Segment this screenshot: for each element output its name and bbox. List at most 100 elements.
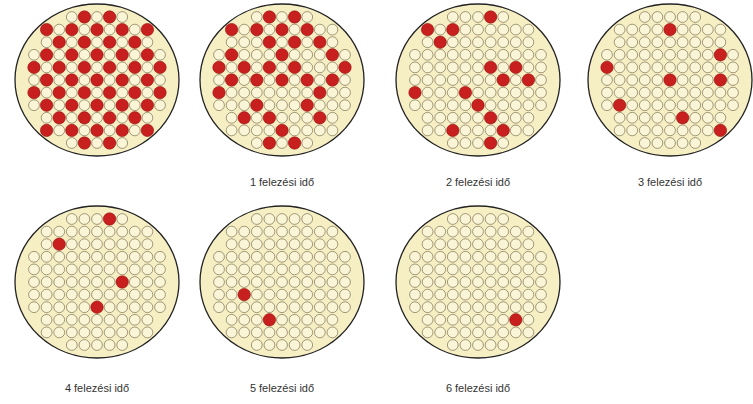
atom-cell (92, 12, 103, 23)
atom-cell (302, 277, 313, 288)
radioactive-atom (40, 124, 52, 136)
atom-cell (340, 75, 351, 86)
atom-cell (129, 226, 140, 237)
atom-cell (639, 112, 650, 123)
atom-cell (702, 112, 713, 123)
atom-cell (251, 12, 262, 23)
atom-cell (155, 289, 166, 300)
atom-cell (435, 314, 446, 325)
atom-cell (264, 277, 275, 288)
radioactive-atom (434, 36, 446, 48)
atom-cell (277, 87, 288, 98)
atom-cell (627, 37, 638, 48)
atom-cell (289, 24, 300, 35)
atom-cell (327, 226, 338, 237)
atom-cell (251, 138, 262, 149)
atom-cell (460, 125, 471, 136)
atom-cell (498, 239, 509, 250)
radioactive-atom (103, 112, 115, 124)
radioactive-atom (263, 61, 275, 73)
atom-cell (129, 314, 140, 325)
atom-cell (447, 138, 458, 149)
atom-cell (251, 302, 262, 313)
atom-cell (302, 12, 313, 23)
atom-cell (277, 125, 288, 136)
atom-cell (129, 277, 140, 288)
radioactive-atom (66, 74, 78, 86)
atom-cell (715, 87, 726, 98)
atom-cell (614, 112, 625, 123)
atom-cell (66, 24, 77, 35)
radioactive-atom (472, 99, 484, 111)
atom-cell (264, 302, 275, 313)
atom-cell (214, 49, 225, 60)
atom-cell (422, 125, 433, 136)
atom-cell (447, 24, 458, 35)
atom-cell (473, 100, 484, 111)
atom-cell (155, 49, 166, 60)
atom-cell (264, 87, 275, 98)
radioactive-atom (66, 124, 78, 136)
atom-cell (264, 100, 275, 111)
atom-cell (510, 327, 521, 338)
atom-cell (289, 302, 300, 313)
atom-cell (264, 239, 275, 250)
atom-cell (302, 340, 313, 351)
atom-cell (665, 100, 676, 111)
atom-cell (226, 327, 237, 338)
atom-cell (327, 314, 338, 325)
atom-cell (104, 327, 115, 338)
atom-cell (523, 62, 534, 73)
atom-cell (92, 251, 103, 262)
atom-cell (435, 125, 446, 136)
atom-cell (302, 302, 313, 313)
atom-cell (410, 49, 421, 60)
atom-cell (66, 289, 77, 300)
atom-cell (715, 62, 726, 73)
atom-cell (302, 226, 313, 237)
atom-cell (498, 75, 509, 86)
atom-cell (214, 264, 225, 275)
radioactive-atom (288, 61, 300, 73)
atom-cell (447, 340, 458, 351)
atom-cell (289, 214, 300, 225)
radioactive-atom (664, 74, 676, 86)
atom-cell (155, 62, 166, 73)
atom-cell (142, 112, 153, 123)
atom-cell (498, 214, 509, 225)
atom-cell (79, 302, 90, 313)
atom-cell (435, 289, 446, 300)
atom-cell (447, 125, 458, 136)
atom-cell (460, 226, 471, 237)
atom-cell (498, 49, 509, 60)
atom-cell (66, 49, 77, 60)
atom-cell (277, 75, 288, 86)
atom-cell (473, 49, 484, 60)
atom-cell (289, 87, 300, 98)
radioactive-atom (447, 124, 459, 136)
atom-cell (702, 100, 713, 111)
atom-cell (92, 87, 103, 98)
atom-cell (510, 125, 521, 136)
radioactive-atom (263, 314, 275, 326)
atom-cell (117, 289, 128, 300)
atom-cell (460, 251, 471, 262)
radioactive-atom (522, 74, 534, 86)
atom-cell (117, 24, 128, 35)
radioactive-atom (263, 137, 275, 149)
atom-cell (485, 251, 496, 262)
atom-cell (214, 87, 225, 98)
atom-cell (104, 62, 115, 73)
atom-cell (226, 75, 237, 86)
radioactive-atom (53, 112, 65, 124)
atom-cell (142, 62, 153, 73)
atom-cell (92, 62, 103, 73)
atom-cell (536, 289, 547, 300)
atom-cell (277, 340, 288, 351)
atom-cell (66, 100, 77, 111)
atom-cell (142, 37, 153, 48)
atom-cell (498, 302, 509, 313)
atom-cell (129, 112, 140, 123)
radioactive-atom (326, 49, 338, 61)
